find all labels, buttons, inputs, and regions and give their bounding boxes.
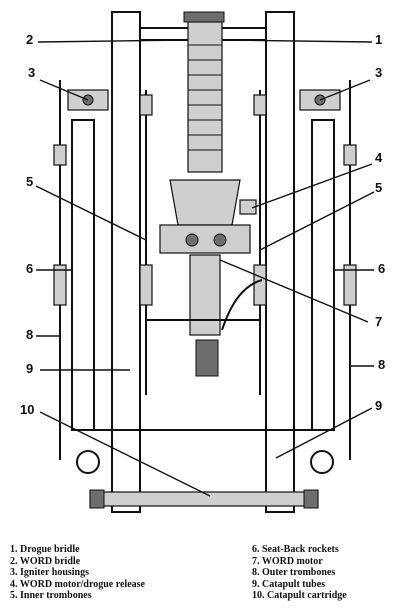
callout-5-left: 5 bbox=[26, 174, 34, 189]
leader-lines bbox=[35, 39, 375, 497]
legend-item-7: 7. WORD motor bbox=[252, 555, 323, 567]
cross-tubes bbox=[72, 319, 334, 474]
seat-back-rocket-left bbox=[71, 119, 95, 431]
callout-7: 7 bbox=[375, 314, 383, 329]
callout-8-right: 8 bbox=[378, 357, 386, 372]
word-motor bbox=[189, 254, 263, 377]
legend-item-8: 8. Outer trombones bbox=[252, 567, 336, 578]
legend-item-9: 9. Catapult tubes bbox=[252, 578, 326, 590]
callout-4: 4 bbox=[375, 150, 383, 165]
callout-6-right: 6 bbox=[378, 261, 386, 276]
callout-1: 1 bbox=[375, 32, 383, 47]
callout-10: 10 bbox=[20, 402, 35, 417]
inner-trombone-left bbox=[139, 90, 153, 395]
legend-item-2: 2. WORD bridle bbox=[10, 555, 81, 567]
callout-6-left: 6 bbox=[26, 261, 34, 276]
callout-5-right: 5 bbox=[375, 180, 383, 195]
callout-9-left: 9 bbox=[26, 361, 34, 376]
legend-item-6: 6. Seat-Back rockets bbox=[252, 544, 339, 555]
seat-back-rocket-right bbox=[311, 119, 335, 431]
legend-item-4: 4. WORD motor/drogue release bbox=[10, 578, 145, 590]
callout-9-right: 9 bbox=[375, 398, 383, 413]
callout-8-left: 8 bbox=[26, 327, 34, 342]
legend-item-3: 3. Igniter housings bbox=[10, 567, 90, 578]
callout-3-left: 3 bbox=[28, 65, 36, 80]
catapult-cartridge-tube bbox=[89, 489, 319, 509]
legend-item-1: 1. Drogue bridle bbox=[10, 544, 80, 555]
callout-3-right: 3 bbox=[375, 65, 383, 80]
inner-trombone-right bbox=[253, 90, 267, 395]
legend-item-10: 10. Catapult cartridge bbox=[252, 590, 347, 601]
legend-item-5: 5. Inner trombones bbox=[10, 590, 92, 601]
legend: 1. Drogue bridle 2. WORD bridle 3. Ignit… bbox=[0, 544, 412, 608]
word-bridle-column bbox=[183, 11, 225, 173]
word-motor-drogue-release bbox=[159, 179, 257, 254]
callout-2: 2 bbox=[26, 32, 34, 47]
ejection-seat-diagram bbox=[35, 11, 375, 513]
